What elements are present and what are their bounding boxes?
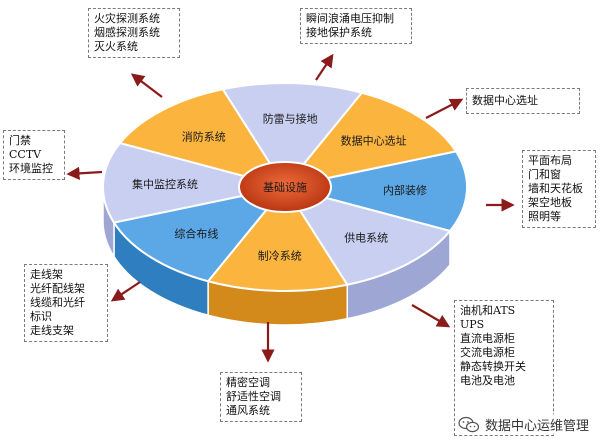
watermark: 数据中心运维管理 xyxy=(454,414,592,435)
pie-segment-label-6: 集中监控系统 xyxy=(132,177,198,191)
note-site: 数据中心选址 xyxy=(466,88,580,114)
center-disc xyxy=(238,161,332,213)
pie-segment-label-5: 综合布线 xyxy=(174,226,218,240)
note-surge: 瞬间浪涌电压抑制 接地保护系统 xyxy=(300,8,412,44)
pie-segment-label-4: 制冷系统 xyxy=(258,250,302,263)
arrow-access xyxy=(66,166,103,180)
note-fire: 火灾探测系统 烟感探测系统 灭火系统 xyxy=(88,8,180,58)
note-decoration: 平面布局 门和窗 墙和天花板 架空地板 照明等 xyxy=(522,150,596,228)
arrow-power xyxy=(411,304,451,328)
pie-segments xyxy=(102,82,468,292)
pie-segment-label-1: 数据中心选址 xyxy=(341,134,407,148)
pie-segment-0 xyxy=(221,82,364,189)
arrow-cabling xyxy=(110,281,141,302)
wechat-icon xyxy=(458,416,480,432)
pie-segment-label-2: 内部装修 xyxy=(383,183,427,197)
center-label: 基础设施 xyxy=(263,181,307,194)
pie-segment-3 xyxy=(282,185,452,286)
arrow-surge xyxy=(315,53,334,81)
note-cooling: 精密空调 舒适性空调 通风系统 xyxy=(220,372,302,422)
note-power: 油机和ATS UPS 直流电源柜 交流电源柜 静态转换开关 电池及电池 xyxy=(454,300,554,436)
watermark-text: 数据中心运维管理 xyxy=(484,419,589,434)
pie-segment-4 xyxy=(206,185,349,292)
note-access: 门禁 CCTV 环境监控 xyxy=(3,130,65,180)
pie-segment-5 xyxy=(112,185,288,283)
pie-segment-7 xyxy=(118,88,288,189)
pie-segment-label-7: 消防系统 xyxy=(182,129,226,143)
pie-segment-label-3: 供电系统 xyxy=(344,231,388,245)
pie-segment-2 xyxy=(284,150,468,233)
arrows xyxy=(66,53,515,363)
arrow-site xyxy=(425,98,464,119)
arrow-fire xyxy=(130,73,163,98)
pie-segment-label-0: 防雷与接地 xyxy=(263,111,318,125)
pie-segment-6 xyxy=(102,141,286,224)
pie-segment-1 xyxy=(282,91,458,189)
note-cabling: 走线架 光纤配线架 线缆和光纤 标识 走线支架 xyxy=(24,264,108,342)
